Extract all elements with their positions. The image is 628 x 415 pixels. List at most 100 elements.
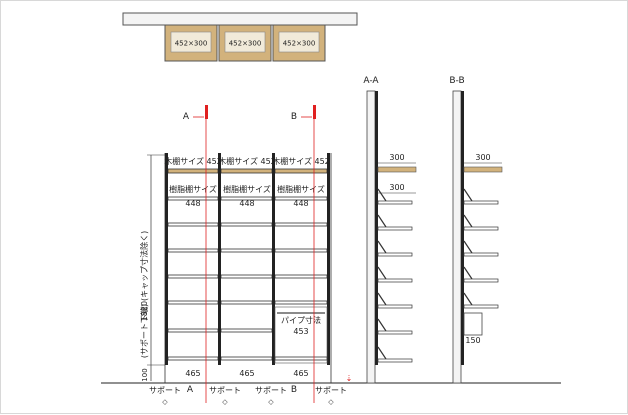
section-bb-brackets (463, 188, 499, 309)
support-label-1: サポート (149, 386, 181, 395)
front-shelf-1-7 (167, 328, 219, 333)
section-aa-title: A-A (363, 76, 379, 86)
front-shelf-2-4 (220, 248, 273, 253)
front-shelf-3-5 (274, 274, 328, 279)
top-box-2: 452×300 (218, 24, 272, 62)
section-bb-bracket-arm-2 (463, 214, 473, 228)
section-aa-brackets (377, 188, 413, 363)
resin-shelf-label-3: 樹脂棚サイズ (277, 184, 325, 194)
section-bb-bracket-arm-1 (463, 188, 473, 202)
section-bb-shelf-3 (463, 252, 499, 257)
vertical-dim-upper: 1820(キャップ寸法除く) (139, 231, 149, 322)
wood-shelf-label-3: 木棚サイズ 452 (272, 156, 330, 166)
support-mark-1: ◇ (162, 398, 168, 406)
section-a-label: A (183, 112, 190, 122)
top-view-wall (122, 12, 358, 26)
bottom-width-1: 465 (185, 369, 200, 378)
resin-shelf-value-1: 448 (185, 199, 200, 208)
section-aa-upright (375, 91, 378, 365)
section-a-marker (205, 105, 208, 119)
top-box-1-inner (170, 31, 212, 53)
section-aa-shelf-6 (377, 330, 413, 335)
front-shelf-1-3 (167, 222, 219, 227)
section-aa-shelf-4 (377, 278, 413, 283)
top-box-2-inner (224, 31, 266, 53)
bottom-b-label: B (291, 385, 297, 395)
front-shelf-1-1 (167, 168, 219, 174)
section-bb-upright (461, 91, 464, 365)
section-bb-bracket-arm-3 (463, 240, 473, 254)
support-mark-4: ◇ (328, 398, 334, 406)
section-b-label: B (291, 112, 297, 122)
support-label-2: サポート (209, 386, 241, 395)
vertical-dim-bottom: 100 (141, 368, 149, 381)
upright-1 (165, 153, 168, 365)
section-aa-bracket-arm-1 (377, 188, 387, 202)
front-shelf-3-1 (274, 168, 328, 174)
section-aa-wood-shelf (377, 166, 417, 173)
section-bb-title: B-B (449, 76, 464, 86)
upright-2 (218, 153, 221, 365)
section-bb-wall (452, 90, 462, 384)
section-aa-shelf-5 (377, 304, 413, 309)
resin-shelf-label-1: 樹脂棚サイズ (169, 184, 217, 194)
section-bb-dim-bottom: 150 (465, 336, 480, 345)
upright-3 (272, 153, 275, 365)
upright-4 (327, 153, 330, 365)
top-box-1: 452×300 (164, 24, 218, 62)
front-shelf-1-8 (167, 356, 219, 361)
front-shelf-2-8 (220, 356, 273, 361)
vertical-dim-lower: (サポート下端) (139, 304, 149, 358)
pipe-area (274, 306, 328, 364)
section-bb-shelf-5 (463, 304, 499, 309)
section-aa-bracket-arm-4 (377, 266, 387, 280)
section-aa-wall (366, 90, 376, 384)
wood-shelf-label-2: 木棚サイズ 452 (218, 156, 276, 166)
resin-shelf-value-3: 448 (293, 199, 308, 208)
bottom-width-3: 465 (293, 369, 308, 378)
resin-shelf-value-2: 448 (239, 199, 254, 208)
section-aa-shelf-1 (377, 200, 413, 205)
support-labels: サポート ◇ サポート ◇ サポート ◇ サポート ◇ A B (149, 385, 347, 406)
front-shelf-2-6 (220, 300, 273, 305)
section-bb-pipe-bracket (463, 312, 483, 336)
support-label-4: サポート (315, 386, 347, 395)
section-bb-wood-shelf (463, 166, 503, 173)
section-aa-bracket-arm-5 (377, 292, 387, 306)
top-box-2-label: 452×300 (229, 40, 262, 48)
front-shelf-1-6 (167, 300, 219, 305)
front-shelf-3-6 (274, 300, 328, 305)
top-view: 452×300 452×300 452×300 (122, 12, 358, 62)
section-aa-bracket-arm-6 (377, 318, 387, 332)
support-mark-3: ◇ (268, 398, 274, 406)
top-box-3-label: 452×300 (283, 40, 316, 48)
support-mark-2: ◇ (222, 398, 228, 406)
bottom-width-2: 465 (239, 369, 254, 378)
section-line-a: A (183, 105, 208, 403)
front-shelf-3-4 (274, 248, 328, 253)
top-box-3-inner (278, 31, 320, 53)
pipe-value: 453 (293, 327, 308, 336)
section-bb-bracket-arm-4 (463, 266, 473, 280)
support-label-3: サポート (255, 386, 287, 395)
section-bb-bracket-arm-5 (463, 292, 473, 306)
section-aa-bracket-arm-7 (377, 346, 387, 360)
section-aa-bracket-arm-2 (377, 214, 387, 228)
front-shelf-1-5 (167, 274, 219, 279)
front-shelf-3-3 (274, 222, 328, 227)
top-box-1-label: 452×300 (175, 40, 208, 48)
uprights (165, 153, 330, 365)
front-shelf-2-3 (220, 222, 273, 227)
section-line-b: B (291, 105, 316, 403)
section-bb-shelf-4 (463, 278, 499, 283)
section-aa-bracket-arm-3 (377, 240, 387, 254)
section-aa-shelf-7 (377, 358, 413, 363)
section-bb-shelf-2 (463, 226, 499, 231)
front-shelf-2-5 (220, 274, 273, 279)
section-aa-shelf-3 (377, 252, 413, 257)
resin-shelf-label-2: 樹脂棚サイズ (223, 184, 271, 194)
section-aa-dim-top: 300 (389, 153, 404, 162)
front-shelf-1-4 (167, 248, 219, 253)
section-bb: B-B 300 150 (449, 76, 503, 384)
